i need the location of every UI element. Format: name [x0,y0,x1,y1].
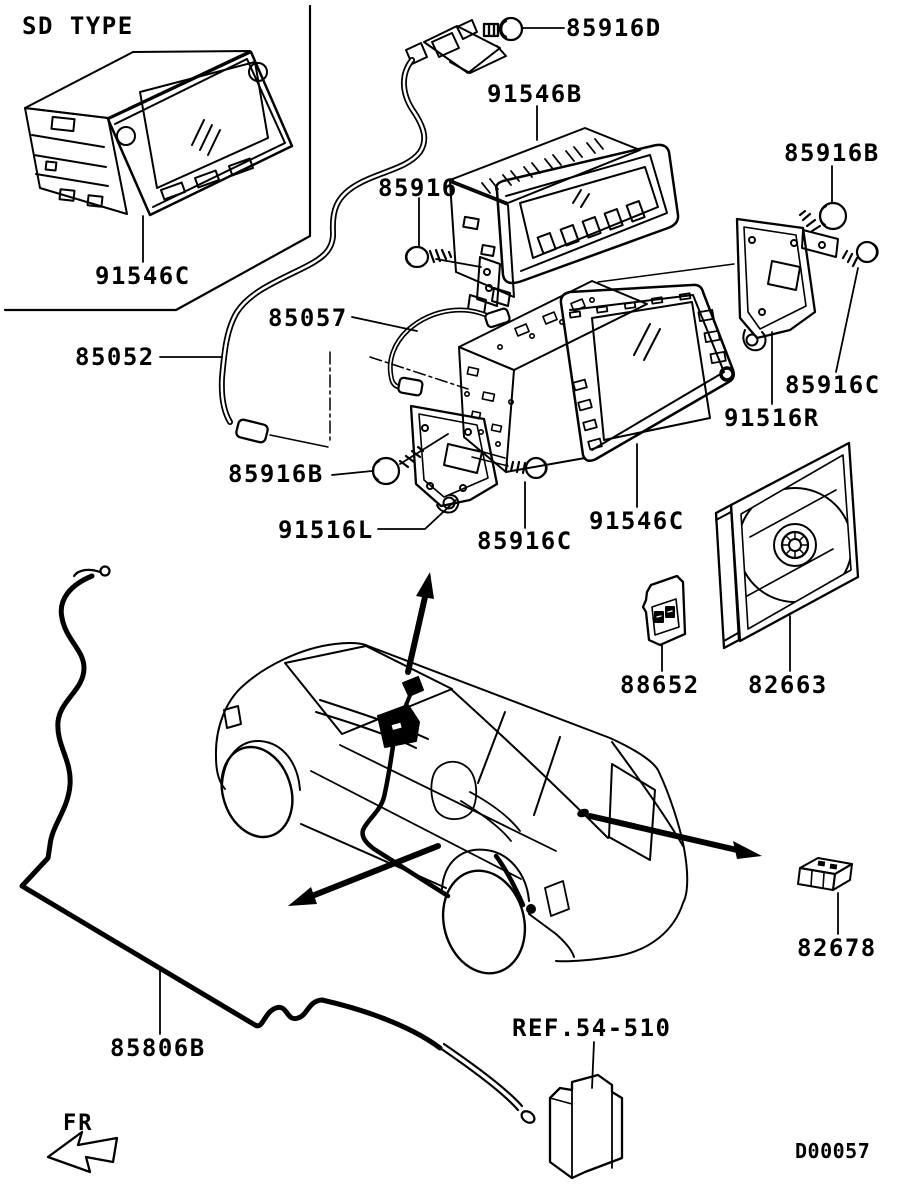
bracket-91516l [409,404,499,514]
part-label-85057: 85057 [268,304,348,332]
screw-85916b-right [798,201,848,233]
ecu-box-ref [548,1073,624,1180]
part-label-91546c-sd: 91546C [95,262,191,290]
part-label-85916c-right: 85916C [785,371,881,399]
sd-card-88652 [641,574,687,647]
part-label-85916d: 85916D [566,14,662,42]
part-label-85916b-right: 85916B [784,139,880,167]
reference-callout: REF.54-510 [512,1014,672,1042]
part-label-85916b-left: 85916B [228,460,324,488]
part-label-91516r: 91516R [724,404,820,432]
screw-85916d [482,16,524,42]
screw-85916 [404,245,453,269]
part-label-82678: 82678 [797,934,877,962]
part-label-85916c-mid: 85916C [477,527,573,555]
part-label-91546c-main: 91546C [589,507,685,535]
switch-82678 [797,857,853,891]
cord-85057 [387,307,511,397]
bracket-91516r [735,217,839,352]
screw-85916b-left [371,445,425,486]
bezel-buttons [568,292,727,451]
vehicle-sketch [214,641,689,975]
alignment-lines [329,351,469,445]
part-label-85916: 85916 [378,174,458,202]
screw-85916c-mid [471,456,548,480]
cd-case-82663 [714,441,860,650]
part-label-88652: 88652 [620,671,700,699]
part-label-85806b: 85806B [110,1034,206,1062]
upper-unit-91546b [449,127,680,315]
screw-85916c-right [841,240,879,268]
antenna-feeder-85806b [19,565,536,1124]
main-unit-91546c [458,263,735,473]
antenna-base-bracket [405,19,507,74]
part-label-91546b: 91546B [487,80,583,108]
sd-type-head-unit [24,50,294,263]
part-label-91516l: 91516L [278,516,374,544]
feeder-cable-85052 [218,57,428,444]
cd-hub-teeth [781,531,809,559]
fr-direction-arrow [46,1130,119,1174]
installation-arrows [288,572,762,906]
part-label-85052: 85052 [75,343,155,371]
inset-border [3,4,312,312]
chassis-detail-marks [463,296,595,459]
inset-title: SD TYPE [22,12,134,40]
leader-lines [159,27,859,1089]
part-label-82663: 82663 [748,671,828,699]
front-direction-label: FR [63,1111,94,1136]
drawing-code: D00057 [795,1139,871,1163]
connector-pointer-line [269,434,329,448]
